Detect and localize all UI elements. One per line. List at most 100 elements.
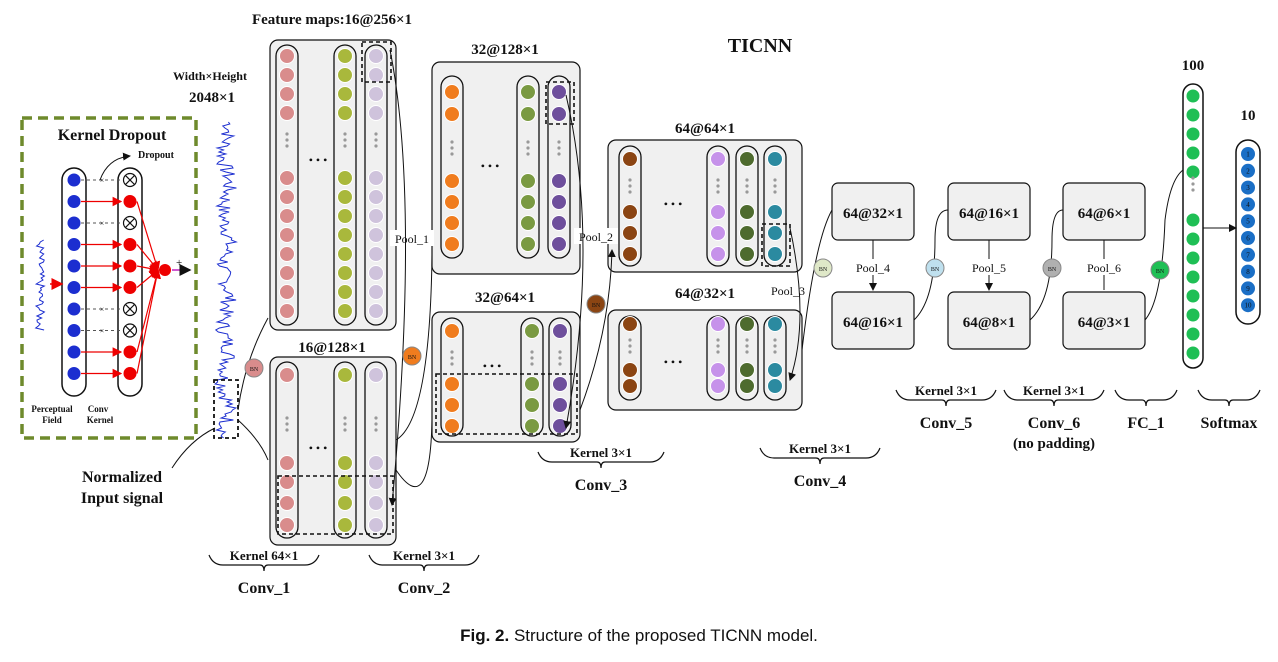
active-kernel-neuron (123, 238, 137, 251)
column-outline (333, 44, 357, 326)
neuron (520, 236, 536, 252)
softmax-output-label: 9 (1246, 285, 1250, 293)
vertical-dot (745, 350, 749, 354)
neuron (444, 376, 460, 392)
vertical-dot (557, 152, 561, 156)
cross-line (125, 304, 135, 314)
column-outline (735, 145, 759, 267)
figure-caption: Fig. 2. Structure of the proposed TICNN … (0, 626, 1278, 646)
neuron (337, 265, 353, 281)
bn-node-1-label: BN (250, 367, 259, 373)
box-pool4-label: 64@16×1 (843, 315, 903, 331)
conv-kernel-nodes (122, 172, 138, 380)
input-label-1: Normalized (82, 469, 162, 486)
dropped-kernel (122, 172, 138, 188)
small-input-signal (34, 239, 46, 331)
softmax-neuron (1241, 281, 1255, 296)
softmax-output-label: 3 (1246, 184, 1250, 192)
vertical-dot (285, 422, 289, 426)
vertical-dot (716, 350, 720, 354)
neuron (767, 316, 783, 332)
neuron (552, 418, 568, 434)
vertical-dot (526, 152, 530, 156)
panel-frame (431, 61, 581, 275)
vertical-dot (343, 428, 347, 432)
neuron (739, 225, 755, 241)
receptive-window (435, 373, 578, 435)
bracket-line (208, 554, 320, 572)
neuron (337, 284, 353, 300)
horizontal-ellipsis: • • • (309, 153, 328, 167)
box-conv4-label: 64@32×1 (843, 206, 903, 222)
neuron (710, 204, 726, 220)
bracket-line (1003, 389, 1105, 407)
bn-node-6 (1042, 258, 1062, 278)
column-outline (618, 145, 642, 267)
softmax-neuron (1241, 147, 1255, 161)
bracket-line (1197, 389, 1261, 407)
neuron (524, 376, 540, 392)
conv3-column-1 (618, 145, 642, 267)
shape-pool1: 16@128×1 (298, 340, 366, 356)
input-neuron (67, 195, 81, 208)
vertical-dot (628, 350, 632, 354)
vertical-dot (285, 144, 289, 148)
box-pool5-label: 64@8×1 (963, 315, 1016, 331)
shape-pool2: 32@64×1 (475, 290, 535, 306)
neuron (368, 208, 384, 224)
input-size: 2048×1 (189, 90, 235, 106)
neuron (551, 84, 567, 100)
vertical-dot (374, 132, 378, 136)
fc-neuron (1186, 270, 1200, 284)
sum-link (136, 201, 161, 272)
vertical-dot (530, 362, 534, 366)
perceptual-field-label-2: Field (42, 415, 62, 425)
vertical-dot (450, 146, 454, 150)
neuron (552, 323, 568, 339)
neuron (710, 246, 726, 262)
layer-kernel-label: Kernel 64×1 (230, 548, 298, 563)
drop-mark: × (100, 219, 105, 228)
fc-layer (1182, 83, 1204, 369)
neuron (368, 495, 384, 511)
panel-pool2: • • • (431, 311, 581, 443)
neuron (710, 151, 726, 167)
neuron (368, 303, 384, 319)
neuron (279, 284, 295, 300)
vertical-dot (745, 184, 749, 188)
neuron (520, 106, 536, 122)
horizontal-ellipsis: • • • (664, 197, 683, 211)
vertical-dot (773, 350, 777, 354)
neuron (444, 215, 460, 231)
neuron (368, 284, 384, 300)
neuron (710, 362, 726, 378)
conv-kernel-label-1: Conv (88, 404, 109, 414)
vertical-dot (773, 344, 777, 348)
dropout-label: Dropout (138, 150, 175, 161)
vertical-dot (285, 138, 289, 142)
neuron (337, 208, 353, 224)
softmax-output-label: 10 (1245, 302, 1253, 310)
shape-conv1: Feature maps:16@256×1 (252, 12, 412, 28)
vertical-dot (558, 350, 562, 354)
neuron (368, 227, 384, 243)
neuron (622, 204, 638, 220)
cross-line (125, 175, 135, 185)
box-pool6-label: 64@3×1 (1078, 315, 1131, 331)
vertical-dot (745, 178, 749, 182)
vertical-dot (716, 344, 720, 348)
neuron (279, 517, 295, 533)
input-neuron (67, 238, 81, 251)
neuron (279, 86, 295, 102)
neuron (337, 67, 353, 83)
neuron (524, 323, 540, 339)
neuron (520, 173, 536, 189)
input-neuron (67, 281, 81, 294)
vertical-dot (716, 338, 720, 342)
layer-name: Conv_6 (1028, 415, 1080, 432)
pool2-column-3 (548, 317, 572, 437)
panel-conv2: • • • (431, 61, 581, 275)
